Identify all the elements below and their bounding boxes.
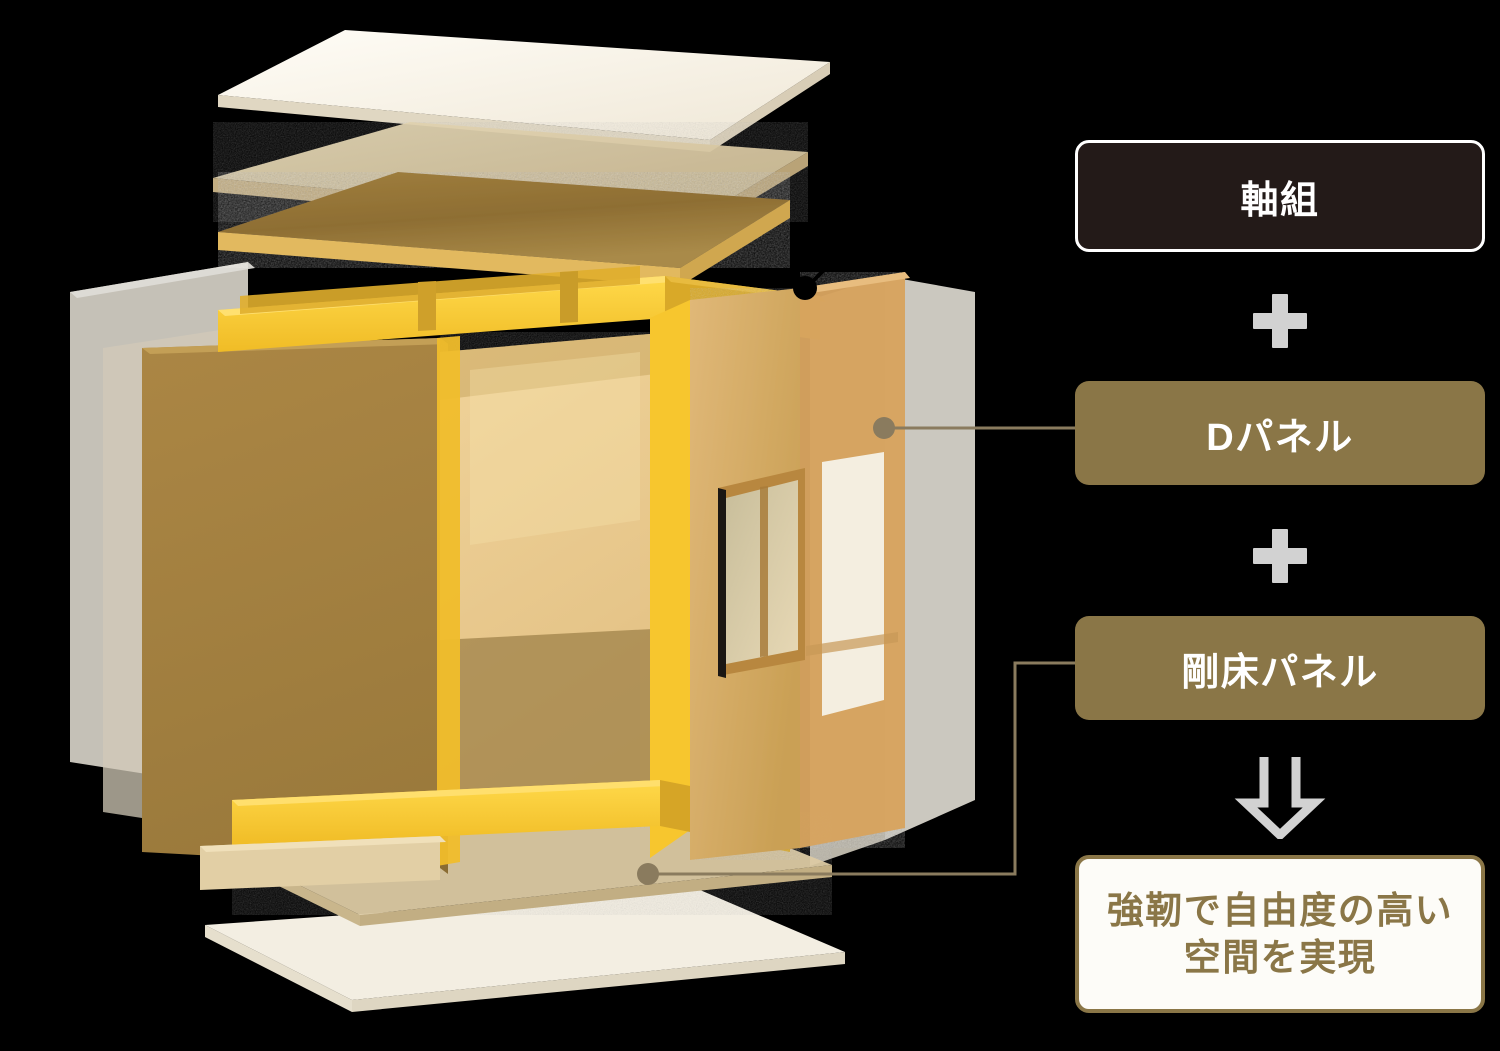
label-chip-result-line1: 強靭で自由度の高い xyxy=(1106,889,1454,931)
connector-plus-1 xyxy=(1075,281,1485,361)
label-chip-floor-panel-text: 剛床パネル xyxy=(1181,651,1379,694)
frame-leader-marker xyxy=(793,264,830,300)
connector-arrow-down xyxy=(1075,751,1485,841)
right-face-layers xyxy=(690,272,910,860)
label-chip-frame-text: 軸組 xyxy=(1240,179,1320,222)
plus-icon xyxy=(1253,294,1307,348)
double-arrow-down-icon xyxy=(1234,757,1326,839)
base-board-strip xyxy=(200,836,446,890)
cube-interior xyxy=(440,332,672,828)
label-chip-d-panel[interactable]: Dパネル xyxy=(1075,381,1485,485)
label-chip-floor-panel[interactable]: 剛床パネル xyxy=(1075,616,1485,720)
label-column: 軸組 Dパネル 剛床パネル 強靭で自由度の高い 空間を実現 xyxy=(1075,0,1485,1046)
plus-icon xyxy=(1253,529,1307,583)
house-structure-illustration xyxy=(70,30,975,1012)
d-panel-window-cutout xyxy=(822,452,884,716)
label-chip-result[interactable]: 強靭で自由度の高い 空間を実現 xyxy=(1075,855,1485,1013)
label-chip-frame[interactable]: 軸組 xyxy=(1075,140,1485,252)
roof-plate-stack xyxy=(213,30,830,286)
label-chip-result-line2: 空間を実現 xyxy=(1183,937,1377,978)
window-assembly xyxy=(718,468,805,678)
connector-plus-2 xyxy=(1075,516,1485,596)
label-chip-d-panel-text: Dパネル xyxy=(1206,416,1354,459)
